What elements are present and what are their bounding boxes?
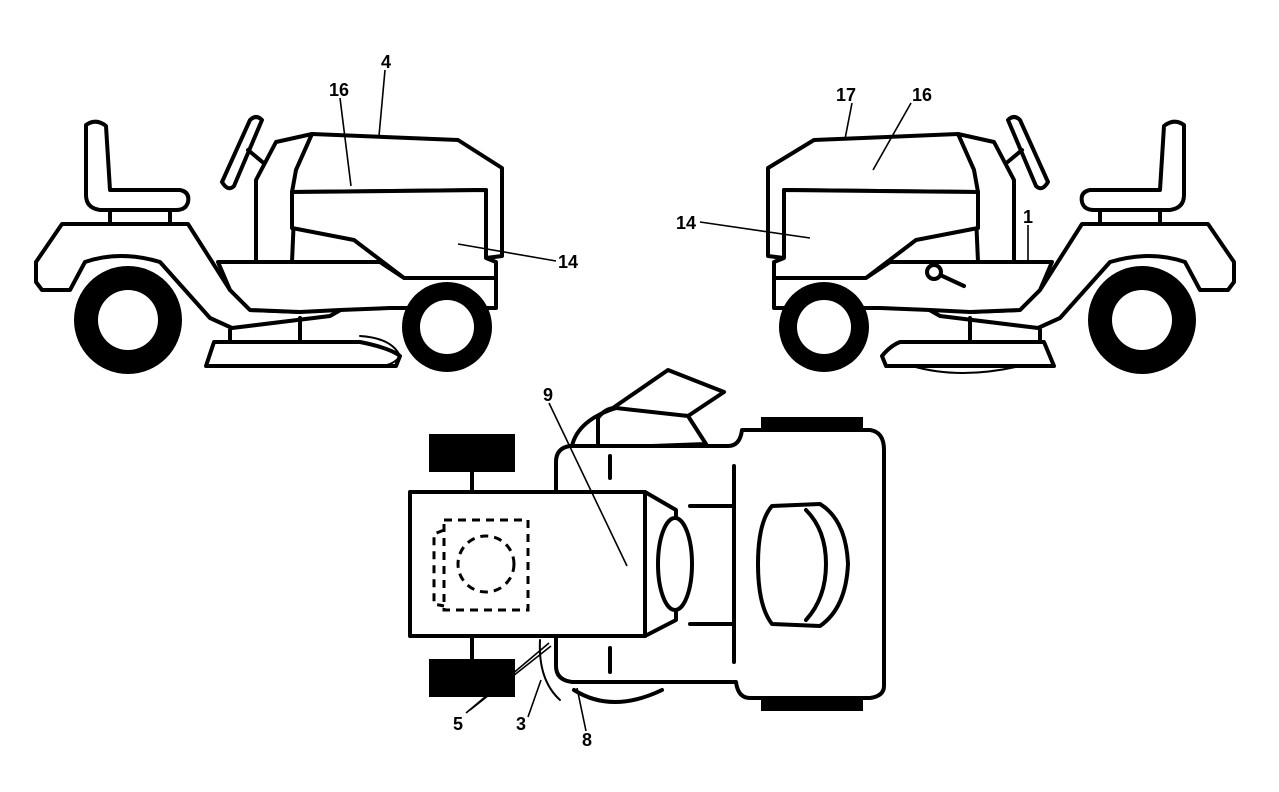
front-wheel-right bbox=[779, 282, 869, 372]
front-wheel-left bbox=[402, 282, 492, 372]
front-wheel-top-lower bbox=[429, 659, 515, 697]
tractor-left-side-view bbox=[34, 69, 557, 374]
callout-16-left: 16 bbox=[329, 80, 349, 100]
callout-8-top: 8 bbox=[582, 730, 592, 750]
callout-14-right: 14 bbox=[676, 213, 696, 233]
callout-16-right: 16 bbox=[912, 85, 932, 105]
rear-wheel-right bbox=[1088, 266, 1196, 374]
rear-wheel-left bbox=[74, 266, 182, 374]
mower-deck-left bbox=[204, 340, 402, 368]
engine-dashed-outline bbox=[432, 518, 530, 612]
mower-deck-right bbox=[880, 340, 1056, 368]
seat-top bbox=[756, 502, 850, 628]
deck-outline-top bbox=[570, 406, 618, 448]
callout-17-right: 17 bbox=[836, 85, 856, 105]
seat-left bbox=[84, 119, 191, 226]
tractor-top-view bbox=[408, 368, 886, 732]
callout-4-left: 4 bbox=[381, 52, 391, 72]
steering-wheel-top bbox=[656, 516, 694, 612]
seat-right bbox=[1079, 119, 1186, 226]
callout-1-right: 1 bbox=[1023, 207, 1033, 227]
callout-labels: 4 16 14 17 16 14 1 9 5 3 8 bbox=[329, 52, 1033, 750]
lift-lever-right bbox=[925, 263, 966, 288]
callout-5-top: 5 bbox=[453, 714, 463, 734]
tractor-right-side-view bbox=[699, 102, 1236, 374]
callout-3-top: 3 bbox=[516, 714, 526, 734]
callout-14-left: 14 bbox=[558, 252, 578, 272]
front-wheel-top-upper bbox=[429, 434, 515, 472]
callout-9-top: 9 bbox=[543, 385, 553, 405]
